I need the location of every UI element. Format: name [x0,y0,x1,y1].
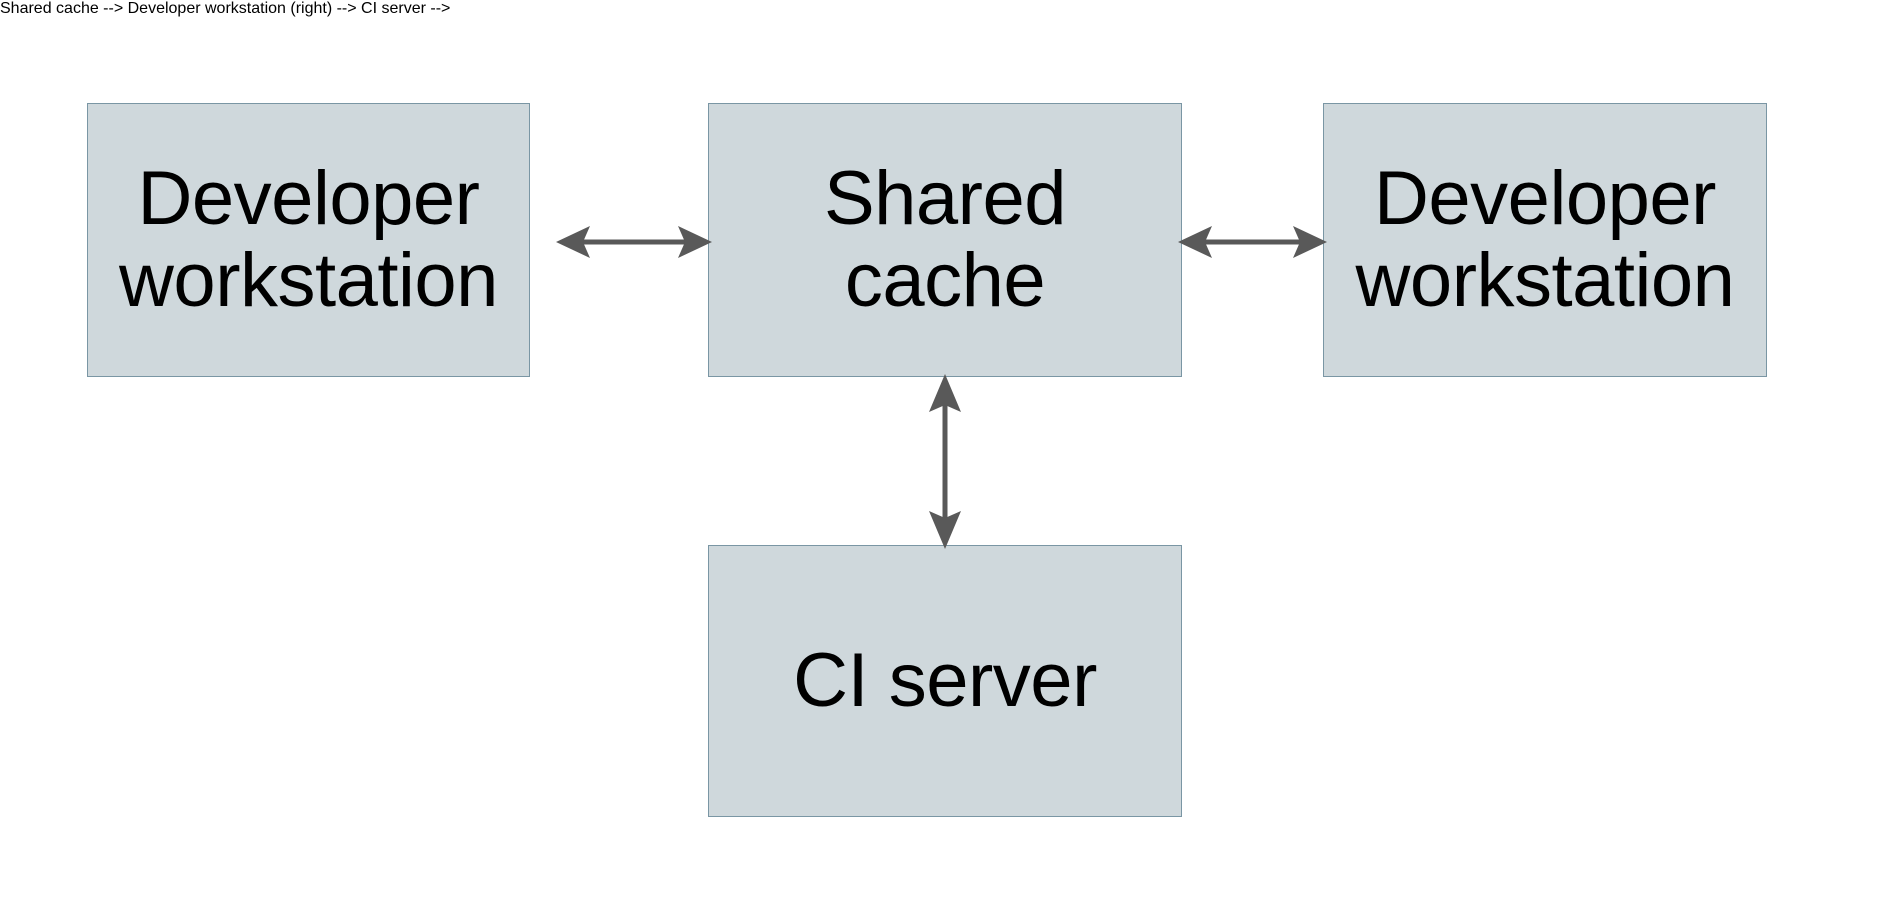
node-label: CI server [793,637,1097,723]
edge-dev-left-to-shared-cache[interactable] [556,218,712,266]
node-ci-server[interactable]: CI server [708,545,1182,817]
node-developer-workstation-left[interactable]: Developer workstation [87,103,530,377]
edge-shared-cache-to-ci-server[interactable] [921,374,969,549]
node-label: Developer workstation [1355,155,1735,323]
node-label: Shared cache [823,155,1067,323]
node-shared-cache[interactable]: Shared cache [708,103,1182,377]
node-label: Developer workstation [119,155,498,323]
node-developer-workstation-right[interactable]: Developer workstation [1323,103,1767,377]
edge-shared-cache-to-dev-right[interactable] [1178,218,1327,266]
